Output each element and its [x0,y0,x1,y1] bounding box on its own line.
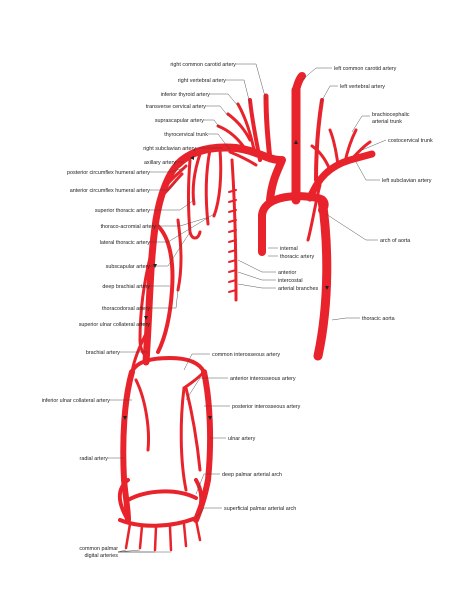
label-common-palmar-digital-line1: common palmar [79,546,118,552]
arrow-icon [325,286,329,290]
leader-lines [108,63,387,553]
label-common-palmar-digital-line2: digital arteries [84,553,118,559]
labels-left: right common carotid artery right verteb… [42,62,237,559]
label-anterior-interosseous: anterior interosseous artery [230,376,296,382]
elbow-anastomosis [130,356,206,374]
label-left-vertebral: left vertebral artery [340,84,385,90]
label-thoraco-acromial: thoraco-acromial artery [101,224,157,230]
anterior-intercostal-branches [228,189,237,293]
lateral-thoracic-vessel [212,148,223,218]
transverse-cervical-vessel [226,112,252,142]
posterior-interosseous-vessel [184,386,202,472]
deep-brachial-vessel [156,224,175,354]
arrow-icon [294,140,298,144]
left-branch-1 [328,128,340,167]
hand-left-loop [117,478,130,522]
label-superior-ulnar-collateral: superior ulnar collateral artery [79,322,151,328]
arrow-icon [144,316,148,320]
label-left-subclavian: left subclavian artery [382,178,432,184]
label-superficial-palmar-arch: superficial palmar arterial arch [224,506,296,512]
label-anterior-intercostal-line2: intercostal [278,278,303,284]
left-branch-4 [348,140,372,163]
arrow-icon [208,416,212,420]
ant-circumflex-vessel [160,172,184,198]
brachial-vessel [142,216,160,366]
label-common-interosseous: common interosseous artery [212,352,280,358]
label-ulnar: ulnar artery [228,436,256,442]
superficial-palmar-arch-vessel [118,516,198,528]
label-anterior-circumflex-humeral: anterior circumflex humeral artery [70,188,151,194]
label-internal-thoracic-line2: thoracic artery [280,254,314,260]
label-left-common-carotid: left common carotid artery [334,66,397,72]
label-brachiocephalic-line1: brachiocephalic [372,112,410,118]
label-right-subclavian: right subclavian artery [143,146,196,152]
label-lateral-thoracic: lateral thoracic artery [100,240,151,246]
label-arch-of-aorta: arch of aorta [380,238,410,244]
label-suprascapular: suprascapular artery [155,118,204,124]
arrow-icon [190,156,194,160]
label-right-vertebral: right vertebral artery [178,78,227,84]
label-anterior-intercostal-line1: anterior [278,270,296,276]
left-vertebral-vessel [314,98,324,182]
label-axillary: axillary artery [144,160,176,166]
label-costocervical-trunk: costocervical trunk [388,138,433,144]
left-branch-2 [343,128,358,164]
subscapular-vessel [187,158,202,240]
label-internal-thoracic-line1: internal [280,246,298,252]
digital-arteries [124,518,202,552]
label-brachial: brachial artery [86,350,120,356]
anterior-interosseous-vessel [179,386,188,492]
label-superior-thoracic: superior thoracic artery [95,208,150,214]
left-internal-thoracic [306,183,322,242]
superior-ulnar-collateral-vessel [138,248,154,362]
hand-right-loop [194,478,204,522]
label-inferior-ulnar-collateral: inferior ulnar collateral artery [42,398,111,404]
label-deep-brachial: deep brachial artery [102,284,150,290]
label-subscapular: subscapular artery [106,264,151,270]
left-common-carotid-top [292,72,306,94]
radial-vessel [120,369,135,523]
label-transverse-cervical: transverse cervical artery [146,104,207,110]
thoracodorsal-vessel [176,218,183,292]
superior-thoracic-vessel [191,152,202,206]
label-thyrocervical-trunk: thyrocervical trunk [164,132,208,138]
post-circumflex-vessel [162,164,188,190]
internal-thoracic-vessel [230,158,238,302]
radial-recurrent-vessel [134,378,150,452]
labels-right: left common carotid artery left vertebra… [212,66,433,512]
artery-vessels [117,72,376,552]
label-anterior-intercostal-line3: arterial branches [278,286,318,292]
right-subclavian-vessel [174,143,284,168]
label-posterior-interosseous: posterior interosseous artery [232,404,301,410]
label-thoracic-aorta: thoracic aorta [362,316,395,322]
thyrocervical-vessel [228,150,258,167]
brachiocephalic-trunk-vessel [266,156,286,204]
right-common-carotid-vessel [263,93,273,163]
deep-palmar-arch-vessel [126,489,198,502]
inferior-thyroid-vessel [236,102,256,152]
label-inferior-thyroid: inferior thyroid artery [161,92,211,98]
label-posterior-circumflex-humeral: posterior circumflex humeral artery [67,170,150,176]
thoracic-aorta-vessel [313,195,332,361]
thoraco-acromial-vessel [204,148,212,226]
common-interosseous-vessel [182,370,206,390]
arrow-icon [123,416,127,420]
label-radial: radial artery [80,456,109,462]
left-branch-3 [310,144,332,172]
label-brachiocephalic-line2: arterial trunk [372,119,402,125]
label-thoracodorsal: thoracodorsal artery [102,306,150,312]
label-deep-palmar-arch: deep palmar arterial arch [222,472,282,478]
label-right-common-carotid: right common carotid artery [170,62,236,68]
